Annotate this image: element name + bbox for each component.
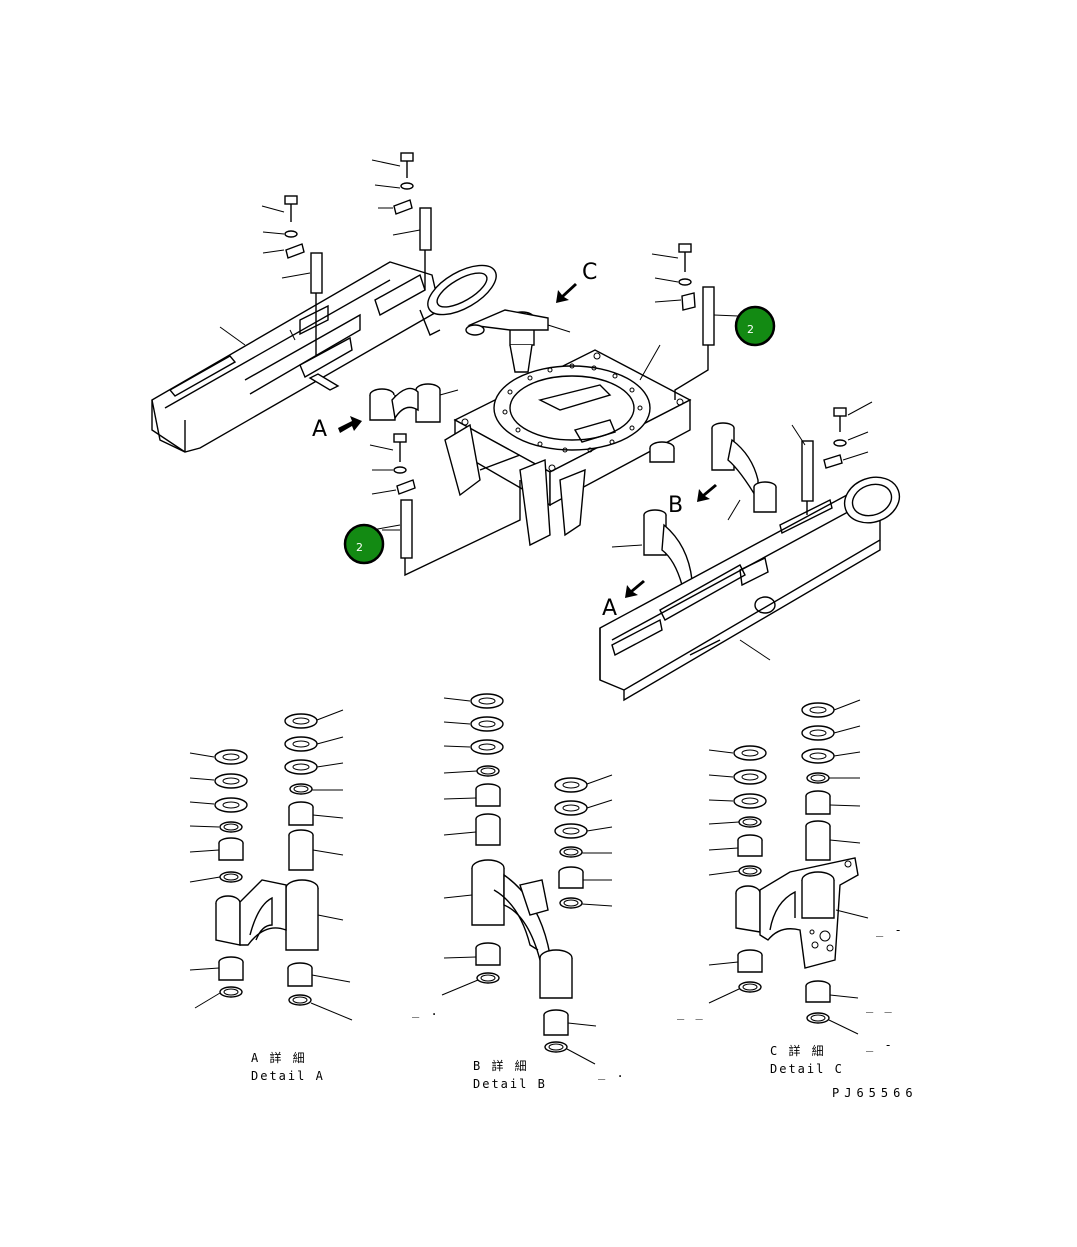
hardware-right-upper <box>651 243 715 400</box>
callout-label: 2 <box>356 541 363 554</box>
callout-badge[interactable]: 2 <box>713 305 776 347</box>
mount-bracket-b <box>711 422 777 521</box>
detail-c-title: Detail C <box>770 1062 844 1076</box>
detail-c-title-jp: C 詳 細 <box>770 1043 826 1058</box>
dash-mark: _ . <box>412 1004 440 1018</box>
dash-mark: _ - <box>866 1038 894 1052</box>
dash-mark: _ . <box>598 1066 626 1080</box>
hardware-left-lower <box>369 433 521 577</box>
dash-mark: _ _ <box>866 999 894 1013</box>
detail-b-title: Detail B <box>473 1077 547 1091</box>
view-label-a-right: A <box>602 596 617 621</box>
detail-b-drawing <box>441 693 613 1065</box>
dash-mark: _ _ <box>677 1006 705 1020</box>
view-arrow-a-right <box>625 580 645 598</box>
mount-bracket-c <box>465 309 571 373</box>
callout-label: 2 <box>747 323 754 336</box>
detail-c-drawing <box>708 699 869 1035</box>
mount-bracket-a-upper <box>369 383 459 423</box>
view-arrow-b <box>697 484 717 502</box>
view-label-a-left: A <box>312 417 327 442</box>
hardware-left-upper <box>371 152 432 290</box>
dash-mark: _ - <box>876 923 904 937</box>
drawing-code: PJ65566 <box>832 1086 918 1100</box>
callout-badge[interactable]: 2 <box>343 523 400 565</box>
detail-b-title-jp: B 詳 細 <box>473 1058 529 1073</box>
left-track-frame <box>151 261 497 453</box>
center-frame <box>444 344 692 547</box>
view-label-b: B <box>668 493 683 518</box>
right-track-frame <box>599 476 901 702</box>
detail-a-title-jp: A 詳 細 <box>251 1050 307 1065</box>
hardware-right-lower <box>791 401 873 515</box>
detail-a-drawing <box>189 709 353 1021</box>
mount-bracket-a-lower <box>611 509 693 587</box>
view-arrow-c <box>556 283 577 303</box>
detail-a-title: Detail A <box>251 1069 325 1083</box>
view-label-c: C <box>582 260 597 285</box>
view-arrow-a-left <box>338 416 362 433</box>
hardware-left-mid <box>261 195 323 355</box>
